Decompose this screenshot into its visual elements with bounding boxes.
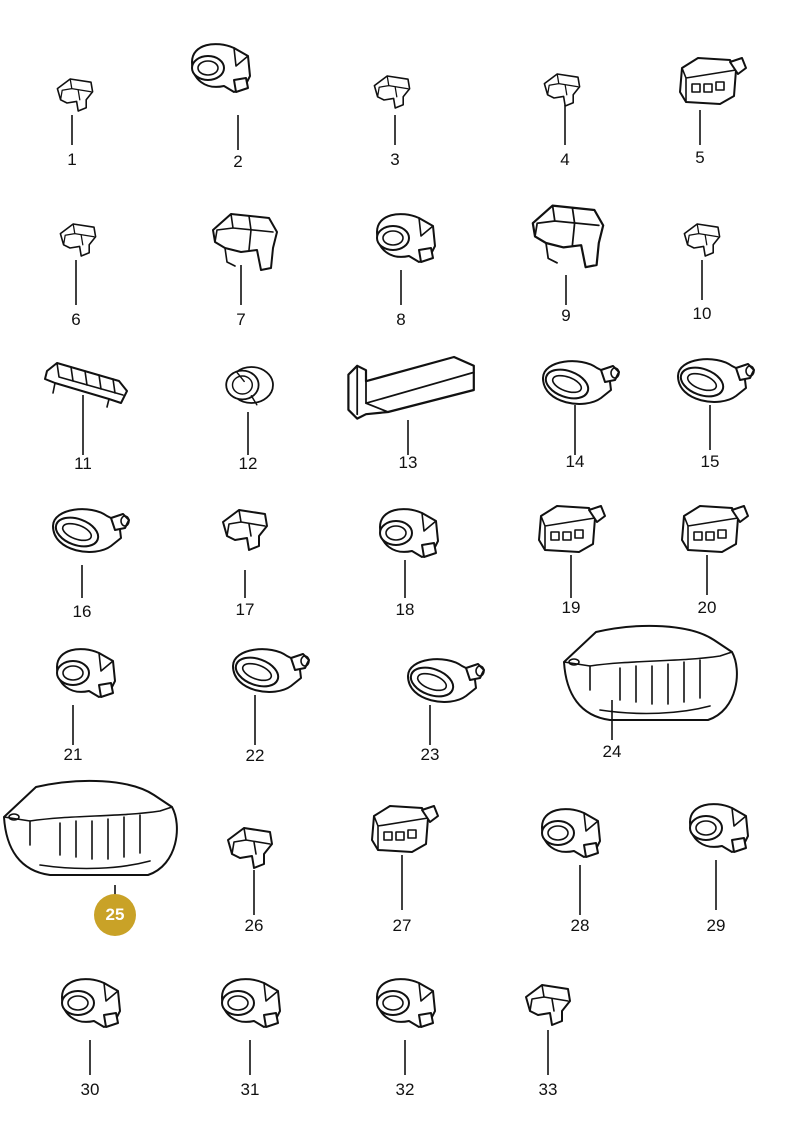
part-9-double-clip-icon — [531, 204, 605, 269]
callout-label[interactable]: 12 — [238, 454, 258, 473]
part-22-oval-grommet-icon — [232, 648, 310, 693]
callout-label[interactable]: 20 — [697, 598, 717, 617]
part-25-large-cover-icon — [3, 779, 178, 876]
callout-label[interactable]: 27 — [392, 916, 412, 935]
part-5-connector-housing-icon — [679, 57, 747, 105]
part-3-clip-icon — [373, 75, 411, 109]
part-7-double-clip-icon — [212, 213, 278, 271]
part-6-clip-icon — [59, 223, 97, 257]
part-15-oval-grommet-icon — [677, 358, 755, 403]
callout-label[interactable]: 29 — [706, 916, 726, 935]
callout-label[interactable]: 6 — [71, 310, 81, 329]
callout-label[interactable]: 18 — [395, 600, 415, 619]
callout-label[interactable]: 9 — [561, 306, 571, 325]
part-33-clip-icon — [525, 984, 571, 1026]
callout-label[interactable]: 3 — [390, 150, 400, 169]
part-1-clip-icon — [56, 78, 94, 112]
callout-label[interactable]: 30 — [80, 1080, 100, 1099]
part-28-angled-boot-icon — [541, 808, 601, 858]
part-8-angled-boot-icon — [376, 213, 436, 263]
callout-label[interactable]: 22 — [245, 746, 265, 765]
callout-label-selected[interactable]: 25 — [94, 894, 136, 936]
callout-label[interactable]: 33 — [538, 1080, 558, 1099]
part-18-angled-boot-icon — [379, 508, 439, 558]
part-17-clip-icon — [222, 509, 268, 551]
part-10-clip-icon — [683, 223, 721, 257]
part-21-angled-boot-icon — [56, 648, 116, 698]
callout-label[interactable]: 16 — [72, 602, 92, 621]
callout-label[interactable]: 28 — [570, 916, 590, 935]
part-13-bracket-icon — [347, 355, 475, 420]
callout-label[interactable]: 1 — [67, 150, 77, 169]
part-31-angled-boot-icon — [221, 978, 281, 1028]
callout-label[interactable]: 7 — [236, 310, 246, 329]
callout-label[interactable]: 14 — [565, 452, 585, 471]
part-32-angled-boot-icon — [376, 978, 436, 1028]
callout-label[interactable]: 10 — [692, 304, 712, 323]
part-12-grommet-icon — [225, 366, 274, 406]
callout-label[interactable]: 21 — [63, 745, 83, 764]
callout-label[interactable]: 4 — [560, 150, 570, 169]
part-23-oval-grommet-icon — [407, 658, 485, 703]
part-14-oval-grommet-icon — [542, 360, 620, 405]
part-24-large-cover-icon — [563, 624, 738, 721]
callout-label[interactable]: 11 — [74, 454, 92, 473]
callout-label[interactable]: 31 — [240, 1080, 260, 1099]
part-11-multi-clip-icon — [44, 362, 128, 408]
callout-label[interactable]: 19 — [561, 598, 581, 617]
callout-label[interactable]: 8 — [396, 310, 406, 329]
part-29-angled-boot-icon — [689, 803, 749, 853]
callout-label[interactable]: 26 — [244, 916, 264, 935]
part-4-clip-icon — [543, 73, 581, 107]
callout-label[interactable]: 17 — [235, 600, 255, 619]
part-20-connector-housing-icon — [681, 505, 749, 553]
callout-label[interactable]: 5 — [695, 148, 705, 167]
part-26-clip-icon — [227, 827, 273, 869]
part-2-angled-boot-icon — [191, 43, 251, 93]
part-16-oval-grommet-icon — [52, 508, 130, 553]
callout-label[interactable]: 24 — [602, 742, 622, 761]
part-30-angled-boot-icon — [61, 978, 121, 1028]
callout-label[interactable]: 2 — [233, 152, 243, 171]
callout-label[interactable]: 13 — [398, 453, 418, 472]
callout-label[interactable]: 32 — [395, 1080, 415, 1099]
part-19-connector-housing-icon — [538, 505, 606, 553]
callout-label[interactable]: 23 — [420, 745, 440, 764]
part-27-connector-housing-icon — [371, 805, 439, 853]
callout-label[interactable]: 15 — [700, 452, 720, 471]
